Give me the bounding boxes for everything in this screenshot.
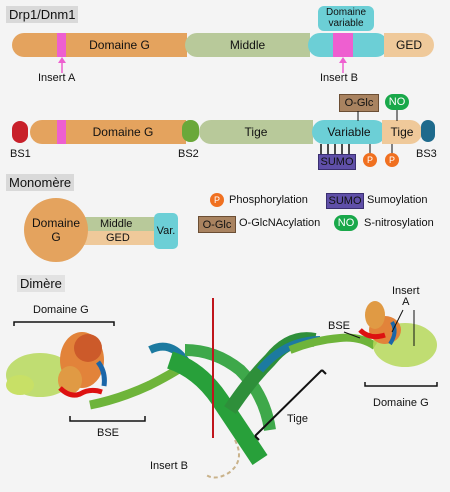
section-title-dimer: Dimère (17, 275, 65, 292)
bar2-bs3 (421, 120, 435, 142)
bar2-insert-a (57, 120, 66, 144)
dimer-domaine-g-right-label: Domaine G (373, 397, 429, 409)
legend-sumo-badge: SUMO (326, 193, 364, 209)
bar2-oglc-connector (357, 111, 359, 121)
dimer-tige-label: Tige (287, 413, 308, 425)
bar2-variable-label: Variable (327, 125, 371, 139)
bar2-bs1 (12, 121, 28, 143)
legend-sumoylation: Sumoylation (367, 194, 428, 206)
bar1-ged: GED (384, 33, 434, 57)
monomer-variable: Var. (154, 213, 178, 249)
bar2-sumo-badge: SUMO (318, 154, 356, 170)
bar2-p1-connector (369, 144, 371, 154)
bar1-ged-label: GED (395, 38, 422, 52)
bar2-no-badge: NO (385, 94, 409, 110)
monomer-middle-label: Middle (100, 218, 133, 230)
dimer-structure (6, 298, 438, 479)
bar2-tige-label: Tige (244, 125, 268, 139)
bar1-middle-label: Middle (229, 38, 266, 52)
bar1-insert-b-arrow (339, 57, 347, 73)
dimer-domaine-g-left-label: Domaine G (33, 304, 89, 316)
bar1-insert-b (333, 33, 353, 57)
bar1-insert-a-label: Insert A (38, 72, 76, 84)
monomer-ged-bar (80, 231, 160, 245)
bar2-sumo-connectors (320, 144, 350, 154)
bar2-p2-connector (391, 144, 393, 154)
section-title-monomer: Monomère (6, 174, 75, 191)
bar2-p2-badge: P (385, 153, 399, 167)
legend-no-badge: NO (334, 215, 358, 231)
legend-oglc-badge: O-Glc (198, 216, 236, 233)
bar1-insert-a-arrow (58, 57, 66, 73)
bar1-insert-b-label: Insert B (320, 72, 358, 84)
bar1-insert-a (57, 33, 66, 57)
bar1-middle: Middle (185, 33, 310, 57)
bar2-bs1-label: BS1 (10, 148, 31, 160)
bar2-bs2 (182, 120, 199, 142)
bar1-domaine-g: Domaine G (12, 33, 187, 57)
right-g-domain (358, 301, 437, 367)
dimer-bse-left-label: BSE (97, 427, 120, 439)
bar2-tige-right: Tige (382, 120, 422, 144)
bar2-bs2-label: BS2 (178, 148, 199, 160)
bar2-bs3-label: BS3 (416, 148, 437, 160)
dimer-bse-right-label: BSE (328, 320, 351, 332)
legend-oglcnac: O-GlcNAcylation (239, 217, 321, 229)
bar2-tige: Tige (199, 120, 313, 144)
bar1-domaine-g-label: Domaine G (89, 38, 150, 52)
bar2-p1-badge: P (363, 153, 377, 167)
section-title-drp1: Drp1/Dnm1 (6, 6, 79, 23)
bar1-variable-label: Domaine variable (318, 6, 374, 31)
dimer-insert-a-label: Insert A (392, 285, 420, 308)
legend-snitrosylation: S-nitrosylation (364, 217, 434, 229)
monomer-middle-bar (80, 217, 160, 231)
dimer-insert-b-label: Insert B (150, 460, 188, 472)
bar2-oglc-badge: O-Glc (339, 94, 379, 112)
bar2-tige-right-label: Tige (390, 125, 414, 139)
bar2-variable: Variable (312, 120, 386, 144)
bar2-no-connector (396, 110, 398, 121)
bar2-domaine-g: Domaine G (30, 120, 186, 144)
legend-p-badge: P (210, 193, 224, 207)
monomer-ged-label: GED (106, 232, 130, 244)
bar2-domaine-g-label: Domaine G (92, 125, 154, 139)
left-g-domain (6, 332, 107, 398)
monomer-domaine-g: Domaine G (24, 198, 88, 262)
legend-phosphorylation: Phosphorylation (229, 194, 308, 206)
